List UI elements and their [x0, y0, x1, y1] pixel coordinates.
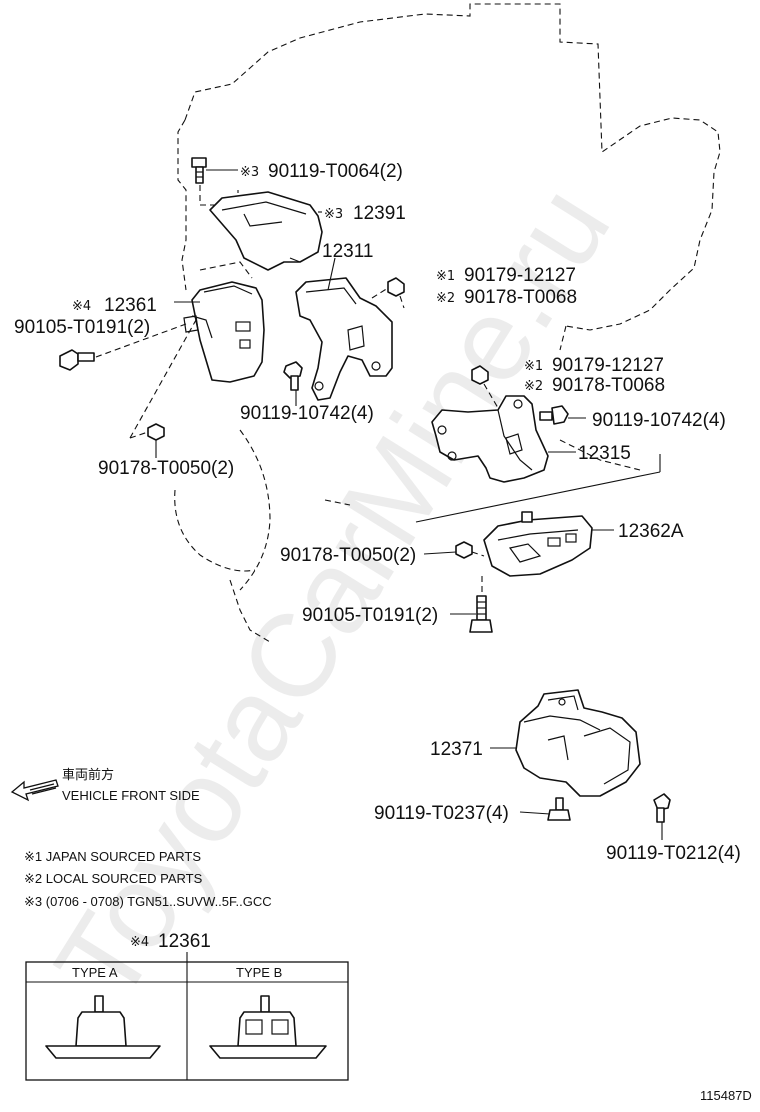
engine-outline [174, 3, 721, 643]
cover-12391 [209, 191, 323, 271]
front-label-jp: 車両前方 [62, 767, 114, 782]
label-90178-t0068-a: 90178-T0068 [464, 287, 577, 308]
mark-2-a: ※2 [436, 291, 455, 306]
leader-lines [95, 169, 663, 840]
label-90119-t0237: 90119-T0237(4) [374, 803, 509, 824]
bolt-90119-10742-right [539, 405, 569, 425]
label-90178-t0050-a: 90178-T0050(2) [98, 458, 234, 479]
label-12315: 12315 [578, 443, 631, 464]
mount-12362a [483, 511, 593, 577]
nut-90179-12127-lower [471, 365, 489, 385]
mount-12361 [183, 281, 265, 383]
bolt-90119-t0212 [653, 793, 671, 823]
nut-90178-t0050-right [455, 541, 473, 559]
bolt-90105-t0191-lower [469, 595, 493, 633]
label-12361: 12361 [104, 295, 157, 316]
type-a-label: TYPE A [72, 965, 118, 980]
reference-number: 115487D [700, 1088, 752, 1103]
front-arrow-icon [10, 779, 59, 802]
nut-90179-12127-upper [387, 277, 405, 297]
type-table-header: 12361 [158, 931, 211, 952]
note-2: ※2 LOCAL SOURCED PARTS [24, 871, 203, 886]
label-12362a: 12362A [618, 521, 684, 542]
label-12391: 12391 [353, 203, 406, 224]
part-labels: ※3 90119-T0064(2) ※3 12391 12311 ※1 9017… [14, 161, 741, 864]
type-table: ※4 12361 TYPE A TYPE B [25, 931, 349, 1081]
mark-2-b: ※2 [524, 379, 543, 394]
type-b-label: TYPE B [236, 965, 282, 980]
notes: ※1 JAPAN SOURCED PARTS ※2 LOCAL SOURCED … [24, 849, 272, 909]
label-90119-10742-b: 90119-10742(4) [592, 410, 726, 431]
label-12311: 12311 [322, 241, 373, 262]
bracket-12315 [431, 395, 549, 483]
note-1: ※1 JAPAN SOURCED PARTS [24, 849, 201, 864]
bolt-90105-t0191-left [59, 349, 95, 371]
mark-3-b: ※3 [324, 207, 343, 222]
bolt-90119-t0237 [547, 797, 571, 821]
mark-1-a: ※1 [436, 269, 455, 284]
bolt-90119-10742-center [283, 361, 303, 391]
label-90119-t0064: 90119-T0064(2) [268, 161, 403, 182]
label-90105-t0191-b: 90105-T0191(2) [302, 605, 438, 626]
mark-4-b: ※4 [130, 935, 149, 950]
mark-1-b: ※1 [524, 359, 543, 374]
type-a-mount [45, 995, 161, 1059]
label-90178-t0068-b: 90178-T0068 [552, 375, 665, 396]
type-b-mount [209, 995, 327, 1059]
mark-4-a: ※4 [72, 299, 91, 314]
label-90105-t0191-a: 90105-T0191(2) [14, 317, 150, 338]
label-90178-t0050-b: 90178-T0050(2) [280, 545, 416, 566]
label-90119-t0212: 90119-T0212(4) [606, 843, 741, 864]
bolt-90119-t0064 [191, 157, 207, 184]
nut-90178-t0050-left [147, 423, 165, 441]
label-12371: 12371 [430, 739, 483, 760]
label-90179-12127-b: 90179-12127 [552, 355, 664, 376]
vehicle-front-indicator: 車両前方 VEHICLE FRONT SIDE [10, 767, 200, 803]
mount-12371 [515, 689, 641, 797]
label-90119-10742-a: 90119-10742(4) [240, 403, 374, 424]
bracket-12311 [295, 277, 393, 401]
mark-3-a: ※3 [240, 165, 259, 180]
front-label-en: VEHICLE FRONT SIDE [62, 788, 200, 803]
label-90179-12127-a: 90179-12127 [464, 265, 576, 286]
note-3: ※3 (0706 - 0708) TGN51..SUVW..5F..GCC [24, 894, 272, 909]
